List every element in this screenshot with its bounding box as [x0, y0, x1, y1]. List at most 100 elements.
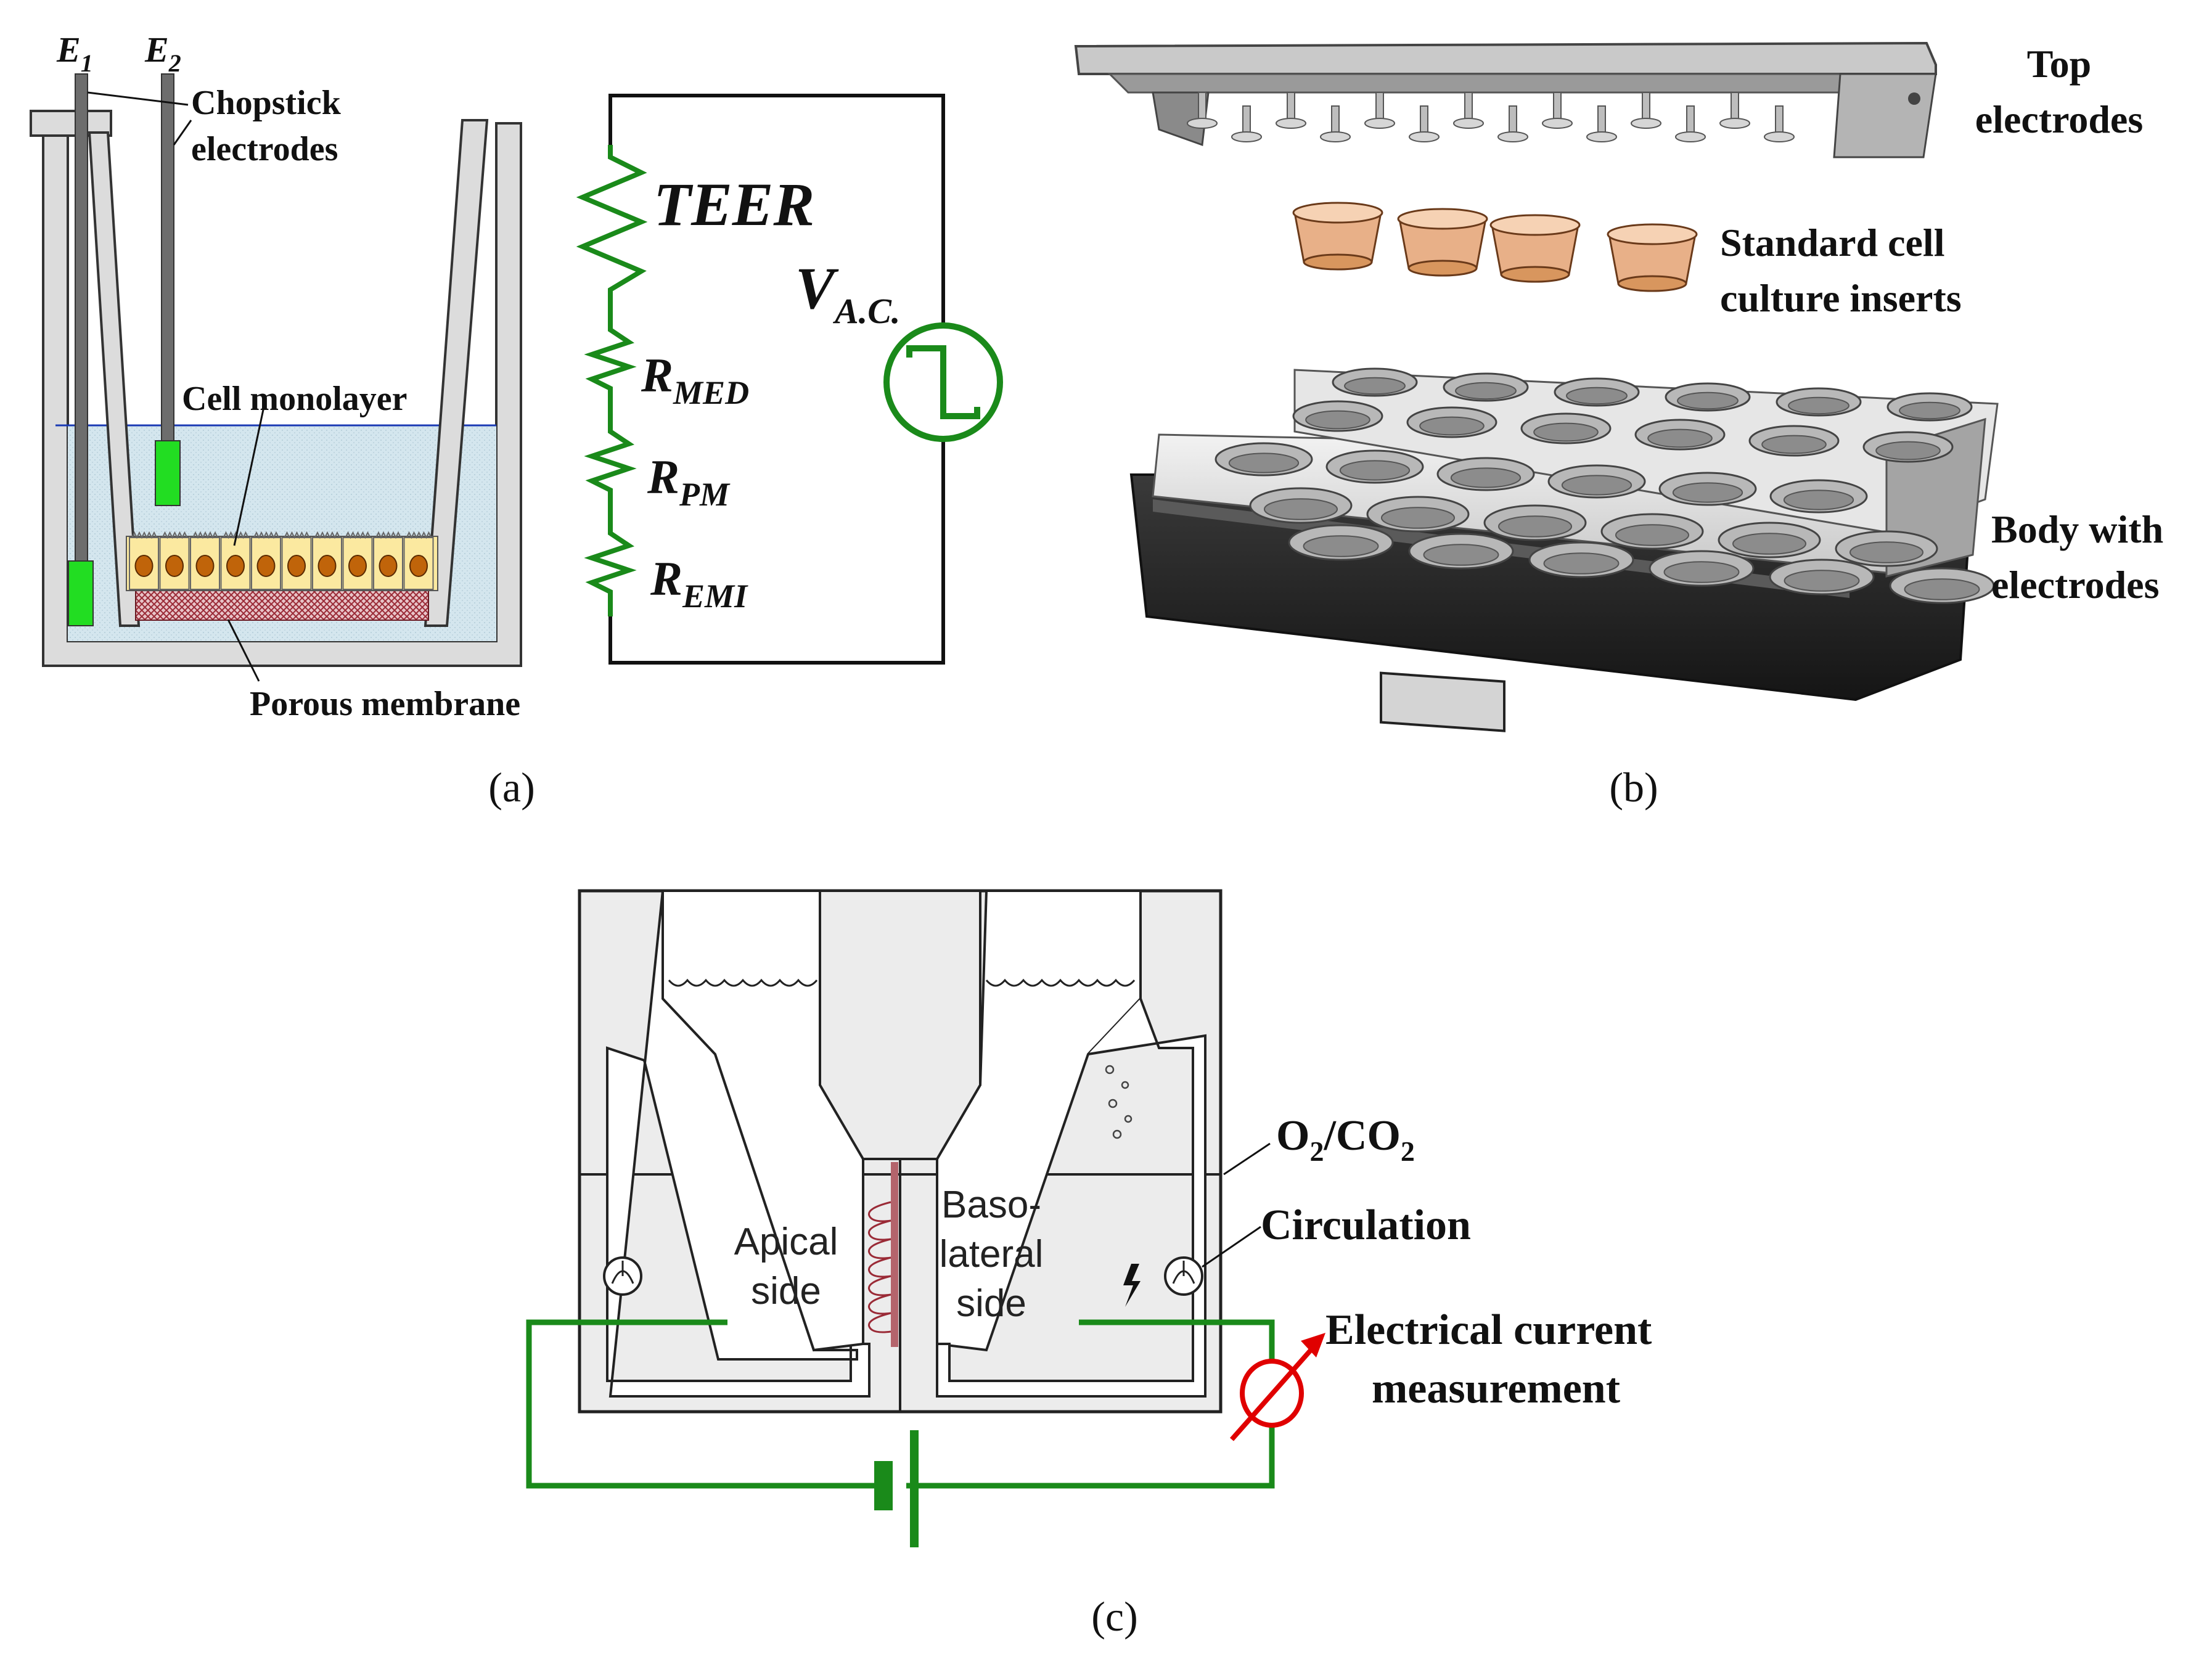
apical-label-1: Apical — [734, 1221, 838, 1263]
r-pm-label: RPM — [647, 450, 731, 513]
ussing-chamber-drawing — [578, 889, 1271, 1414]
panel-a: E1 E2 Chopstick electrodes Cell monolaye… — [30, 30, 1003, 811]
current-label-2: measurement — [1372, 1365, 1620, 1412]
circulation-label: Circulation — [1261, 1201, 1471, 1249]
resistor-chain — [576, 145, 648, 616]
well — [1528, 541, 1634, 578]
lid-leg-right — [1833, 73, 1937, 158]
e1-label: E1 — [56, 30, 93, 77]
wells — [1215, 367, 1995, 604]
r-med-label: RMED — [641, 348, 749, 411]
culture-insert — [1397, 208, 1488, 277]
electrode-pin — [1497, 105, 1528, 142]
well — [1436, 457, 1535, 491]
caption-a: (a) — [488, 764, 535, 811]
well — [1547, 464, 1646, 499]
well — [1554, 377, 1640, 407]
lid-plate — [1074, 41, 1937, 75]
gas-label: O2/CO2 — [1276, 1112, 1415, 1167]
cell — [129, 531, 159, 590]
electrode-pin — [1320, 105, 1351, 142]
cell — [159, 531, 190, 590]
center-column — [819, 890, 981, 1160]
chopstick-leader-2 — [173, 120, 192, 145]
tissue-sample — [891, 1162, 898, 1347]
cell — [190, 531, 220, 590]
culture-inserts — [1292, 202, 1698, 292]
body-label-2: electrodes — [1991, 563, 2159, 607]
e1-electrode-rod — [75, 73, 88, 562]
outer-well — [42, 122, 522, 667]
electrode-pin — [1631, 92, 1661, 129]
insert-wall-left — [88, 131, 141, 627]
valve-left-icon — [603, 1256, 642, 1296]
caption-c: (c) — [1091, 1593, 1137, 1640]
nucleus — [165, 555, 184, 577]
nucleus — [195, 555, 215, 577]
circuit-left-wire — [526, 1319, 882, 1489]
gas-leader — [1223, 1142, 1271, 1176]
apical-label-2: side — [751, 1270, 821, 1312]
well — [1406, 406, 1497, 438]
well — [1718, 522, 1821, 559]
well — [1483, 504, 1587, 541]
chopstick-label: Chopstick — [191, 84, 342, 122]
cell — [312, 531, 342, 590]
cell — [373, 531, 403, 590]
basolateral-label-1: Baso- — [941, 1184, 1041, 1226]
e1-electrode-tip — [68, 560, 94, 626]
inserts-label-1: Standard cell — [1720, 221, 1944, 264]
apical-liquid-surface — [668, 978, 818, 987]
lid-screw — [1908, 92, 1920, 105]
basolateral-liquid-surface — [985, 978, 1136, 987]
porous-membrane-layer — [135, 590, 429, 621]
well — [1649, 550, 1755, 587]
cell-group — [129, 531, 434, 590]
circuit-right-wire — [906, 1424, 1275, 1489]
monolayer-leader — [233, 406, 265, 546]
porous-membrane-label: Porous membrane — [250, 685, 520, 723]
electrode-pin — [1409, 105, 1440, 142]
culture-insert — [1489, 214, 1581, 283]
top-electrodes-label-1: Top — [2027, 42, 2091, 86]
top-electrode-lid — [1074, 41, 1937, 158]
cell-monolayer-label: Cell monolayer — [182, 380, 407, 418]
electrode-pin — [1276, 92, 1306, 129]
circuit-right-top-wire — [1079, 1319, 1275, 1362]
ammeter-icon — [1230, 1333, 1325, 1441]
well — [1886, 392, 1973, 422]
culture-insert — [1607, 223, 1698, 292]
cell — [403, 531, 434, 590]
electrodes-label: electrodes — [191, 130, 338, 168]
well — [1408, 533, 1514, 570]
well — [1215, 442, 1313, 477]
e2-electrode-tip — [155, 440, 181, 506]
panel-b: Top electrodes Standard cell culture ins… — [1074, 41, 2163, 811]
device-illustration — [1074, 41, 1999, 732]
insert-wall-right — [424, 119, 489, 627]
cell — [281, 531, 312, 590]
cell — [342, 531, 373, 590]
e2-electrode-rod — [161, 73, 174, 444]
lid-leg-left — [1152, 91, 1210, 147]
electrode-pin — [1187, 92, 1218, 129]
electrode-pin — [1231, 105, 1262, 142]
e2-label: E2 — [144, 30, 181, 77]
lid-underside — [1107, 73, 1919, 94]
nucleus — [226, 555, 245, 577]
inserts-label-2: culture inserts — [1720, 276, 1962, 320]
circuit-wire-bottom — [608, 419, 945, 665]
nucleus — [256, 555, 276, 577]
well — [1443, 372, 1529, 402]
well — [1332, 367, 1418, 397]
well — [1862, 431, 1954, 463]
basolateral-channel — [936, 998, 1206, 1398]
well — [1288, 524, 1394, 561]
gas-bubbles — [1105, 1065, 1133, 1139]
device-body — [1129, 367, 1999, 732]
epithelium-coil — [867, 1201, 891, 1333]
db-connector — [1380, 671, 1505, 732]
electrode-pin — [1719, 92, 1750, 129]
electrode-pin — [1675, 105, 1706, 142]
well — [1769, 479, 1868, 514]
